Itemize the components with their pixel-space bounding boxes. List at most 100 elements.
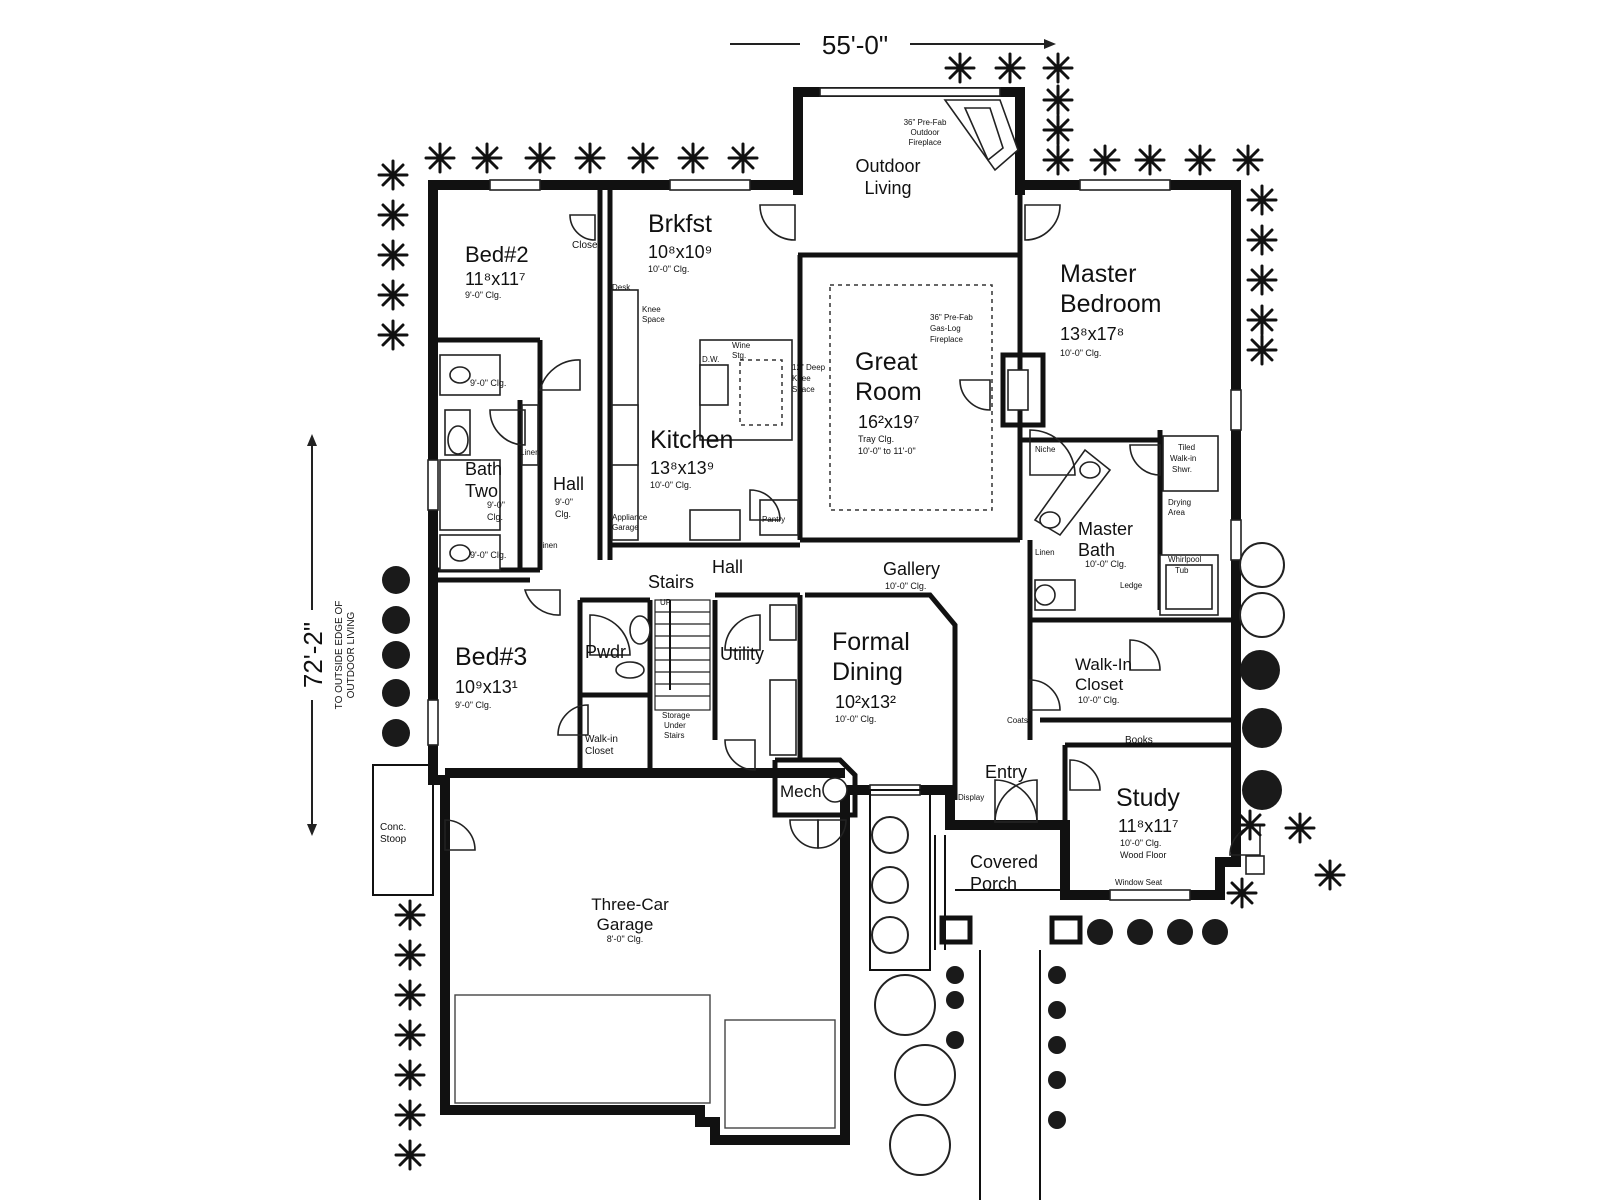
- great-room-label: 36" Pre-Fab Gas-Log Fireplace Great Room…: [792, 313, 973, 456]
- palm-tree: [377, 239, 409, 271]
- depth-dimension: 72'-2" TO OUTSIDE EDGE OF OUTDOOR LIVING: [298, 434, 357, 836]
- study-label: Study 11⁸x11⁷ 10'-0" Clg. Wood Floor Win…: [1115, 784, 1180, 887]
- garage-door-pad-right: [724, 1019, 836, 1129]
- outdoor-fireplace-note-1: 36" Pre-Fab: [904, 118, 947, 127]
- stairs-up: UP: [660, 598, 671, 607]
- master-bedroom-size: 13⁸x17⁸: [1060, 324, 1124, 344]
- palm-tree: [524, 142, 556, 174]
- shrub: [1242, 770, 1282, 810]
- palm-tree: [1314, 859, 1346, 891]
- bed2-label: Bed#2 11⁸x11⁷ 9'-0" Clg.: [465, 242, 529, 300]
- closet-label: Closet: [572, 240, 601, 251]
- storage-label-2: Under: [664, 721, 686, 730]
- round-trees: [871, 542, 1285, 1176]
- garage-door-pad-left: [454, 994, 711, 1104]
- palm-tree: [1246, 224, 1278, 256]
- knee-space-label-1: Knee: [642, 305, 661, 314]
- palm-tree: [1246, 334, 1278, 366]
- shrub: [1127, 919, 1153, 945]
- master-closet-name-1: Walk-In: [1075, 655, 1132, 674]
- formal-dining-name-2: Dining: [832, 658, 903, 686]
- palm-tree: [377, 159, 409, 191]
- tree: [889, 1114, 951, 1176]
- study-name: Study: [1116, 784, 1180, 812]
- palm-tree: [394, 899, 426, 931]
- shrub: [382, 641, 410, 669]
- brkfst-size: 10⁸x10⁹: [648, 242, 712, 262]
- palm-tree: [1246, 304, 1278, 336]
- windows: [427, 87, 1242, 901]
- palm-tree: [1089, 144, 1121, 176]
- knee-space-label-2: Space: [642, 315, 665, 324]
- kitchen-name: Kitchen: [650, 426, 733, 454]
- gallery-ceiling: 10'-0" Clg.: [885, 581, 926, 591]
- shrub: [1167, 919, 1193, 945]
- shrub: [1048, 1071, 1066, 1089]
- master-closet-label: Walk-In Closet 10'-0" Clg.: [1075, 655, 1132, 705]
- covered-porch-name-1: Covered: [970, 852, 1038, 872]
- porch-column-right: [1049, 915, 1083, 945]
- tiled-label-3: Shwr.: [1172, 465, 1192, 474]
- shrub: [1240, 650, 1280, 690]
- bath-two-name-2: Two: [465, 481, 498, 501]
- palm-tree: [1042, 52, 1074, 84]
- powder-toilet: [629, 615, 651, 645]
- outdoor-living-name-1: Outdoor: [855, 156, 920, 176]
- formal-dining-size: 10²x13²: [835, 692, 896, 712]
- shrub: [946, 966, 964, 984]
- bed2-name: Bed#2: [465, 242, 529, 267]
- bath-two-ceiling-1: 9'-0": [487, 500, 505, 510]
- small-closet-name-1: Walk-in: [585, 734, 618, 745]
- coats-label: Coats: [1007, 716, 1028, 725]
- hall-left-name: Hall: [553, 474, 584, 494]
- small-closet-name-2: Closet: [585, 746, 614, 757]
- bed3-size: 10⁹x13¹: [455, 677, 518, 697]
- study-ceiling-2: Wood Floor: [1120, 850, 1166, 860]
- palm-tree: [727, 142, 759, 174]
- palm-tree: [627, 142, 659, 174]
- tree: [1239, 592, 1285, 638]
- linen-label-2: Linen: [538, 541, 558, 550]
- great-room-fp-note-2: Gas-Log: [930, 324, 961, 333]
- bath-two-tub: [439, 459, 501, 531]
- garage-ceiling: 8'-0" Clg.: [607, 934, 643, 944]
- stair-treads: [654, 599, 711, 711]
- linen-closet: [521, 404, 539, 466]
- great-room-name-2: Room: [855, 378, 922, 406]
- appliance-garage-label-2: Garage: [612, 523, 639, 532]
- palm-tree: [1234, 809, 1266, 841]
- palm-tree: [1226, 877, 1258, 909]
- palm-tree: [944, 52, 976, 84]
- master-bedroom-label: Master Bedroom 13⁸x17⁸ 10'-0" Clg.: [1060, 260, 1161, 358]
- shrub: [1048, 1001, 1066, 1019]
- water-heater: [822, 777, 848, 803]
- tray-ceiling: [829, 284, 993, 511]
- drying-label-2: Area: [1168, 508, 1185, 517]
- depth-dimension-label: 72'-2": [298, 622, 328, 688]
- palm-tree: [1042, 114, 1074, 146]
- great-room-name-1: Great: [855, 348, 918, 376]
- shrub: [382, 606, 410, 634]
- study-size: 11⁸x11⁷: [1118, 816, 1178, 836]
- tree: [871, 866, 909, 904]
- master-bath-name-1: Master: [1078, 519, 1133, 539]
- kitchen-ceiling: 10'-0" Clg.: [650, 480, 691, 490]
- master-bath-name-2: Bath: [1078, 540, 1115, 560]
- entry-planter: [869, 789, 931, 971]
- pwdr-name: Pwdr: [585, 642, 626, 662]
- great-room-fireplace: [1000, 352, 1046, 428]
- master-closet-name-2: Closet: [1075, 675, 1123, 694]
- palm-trees: [377, 52, 1346, 1171]
- palm-tree: [1042, 144, 1074, 176]
- kitchen-island: [699, 339, 793, 441]
- washer: [769, 604, 797, 641]
- palm-tree: [1042, 84, 1074, 116]
- tree: [894, 1044, 956, 1106]
- concrete-stoop: [372, 764, 434, 896]
- dw-label: D.W.: [702, 355, 719, 364]
- shrub: [946, 1031, 964, 1049]
- depth-dimension-note-2: OUTDOOR LIVING: [346, 611, 357, 698]
- whirlpool-label-2: Tub: [1175, 566, 1189, 575]
- pantry-label: Pantry: [762, 515, 785, 524]
